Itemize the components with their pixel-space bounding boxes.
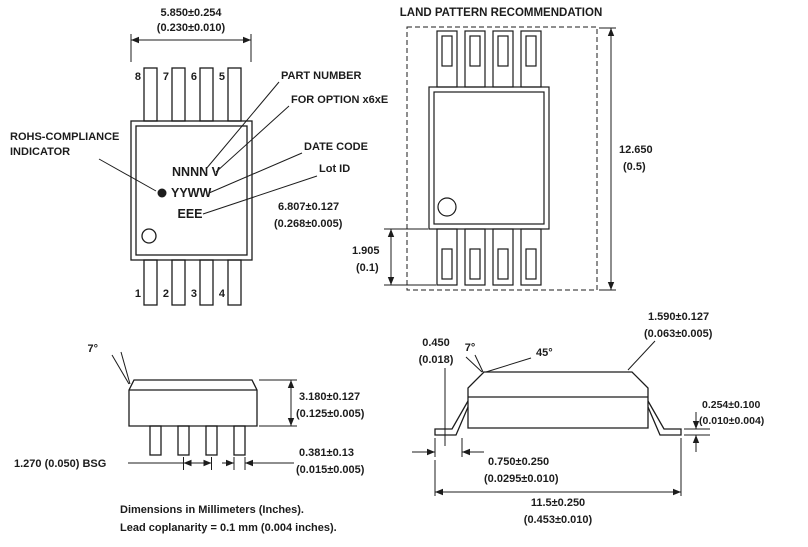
label-rohs-line2: INDICATOR bbox=[10, 146, 70, 158]
pin1-marker bbox=[141, 228, 157, 244]
label-rohs-line1: ROHS-COMPLIANCE bbox=[10, 131, 119, 143]
overall-width-dimension bbox=[434, 438, 682, 496]
dim-foot-length-mm: 0.750±0.250 bbox=[488, 456, 549, 468]
marking-part-number: NNNN V bbox=[172, 165, 221, 179]
top-view-pin-numbers: 8 7 6 5 1 2 3 4 bbox=[135, 71, 226, 300]
front-view-pitch-lead-dimensions bbox=[128, 457, 294, 470]
dim-side-height-in: (0.063±0.005) bbox=[644, 328, 713, 340]
height-leader-line bbox=[627, 340, 656, 371]
dim-overall-width-in: (0.453±0.010) bbox=[524, 514, 593, 526]
pin-number-6: 6 bbox=[191, 71, 197, 83]
dim-pad-ext-mm: 1.905 bbox=[352, 245, 380, 257]
dim-foot-length-in: (0.0295±0.010) bbox=[484, 473, 559, 485]
top-view-package-body bbox=[130, 67, 253, 306]
land-pattern-body-inner bbox=[433, 91, 545, 225]
label-lot-id: Lot ID bbox=[319, 163, 350, 175]
chamfer-angle-label: 45° bbox=[536, 347, 553, 359]
front-view-height-dimension bbox=[259, 379, 297, 427]
land-pattern-title: LAND PATTERN RECOMMENDATION bbox=[400, 7, 603, 19]
label-for-option: FOR OPTION x6xE bbox=[291, 94, 388, 106]
pin-8 bbox=[143, 67, 158, 122]
dim-lead-width-in: (0.015±0.005) bbox=[296, 464, 365, 476]
dim-top-width-in: (0.230±0.010) bbox=[157, 22, 226, 34]
chamfer-leader-line bbox=[485, 357, 532, 373]
pin-number-1: 1 bbox=[135, 288, 141, 300]
package-body-outline bbox=[130, 120, 253, 261]
pin-1 bbox=[143, 259, 158, 306]
pin-6 bbox=[199, 67, 214, 122]
land-pattern-height-dimension bbox=[599, 27, 616, 291]
dim-shoulder-in: (0.018) bbox=[419, 354, 454, 366]
pin-4 bbox=[227, 259, 242, 306]
dim-lead-thickness-mm: 0.254±0.100 bbox=[702, 399, 760, 411]
side-view-draft-angle-lines bbox=[465, 354, 484, 373]
top-view-width-dimension bbox=[130, 34, 252, 62]
pin-5 bbox=[227, 67, 242, 122]
marking-date-code: YYWW bbox=[171, 186, 211, 200]
dim-body-height-in: (0.125±0.005) bbox=[296, 408, 365, 420]
pin-number-3: 3 bbox=[191, 288, 197, 300]
dim-overall-width-mm: 11.5±0.250 bbox=[531, 497, 585, 509]
note-coplanarity: Lead coplanarity = 0.1 mm (0.004 inches)… bbox=[120, 522, 337, 534]
side-view-draft-angle-label: 7° bbox=[465, 342, 476, 354]
marking-lot-id: EEE bbox=[177, 207, 202, 221]
land-pattern-boundary bbox=[406, 26, 598, 291]
label-date-code: DATE CODE bbox=[304, 141, 368, 153]
top-view-markings: NNNN V YYWW EEE bbox=[171, 165, 221, 221]
pin-number-7: 7 bbox=[163, 71, 169, 83]
dim-lead-pitch: 1.270 (0.050) BSG bbox=[14, 458, 106, 470]
top-view-callout-lines bbox=[98, 81, 318, 215]
front-view-draft-angle-label: 7° bbox=[87, 343, 98, 355]
package-body-inner-outline bbox=[135, 125, 248, 256]
land-pattern-drawing bbox=[406, 26, 598, 291]
pin-number-5: 5 bbox=[219, 71, 225, 83]
dim-land-height-in: (0.5) bbox=[623, 161, 646, 173]
land-pattern-body-outline bbox=[428, 86, 550, 230]
foot-length-dimension bbox=[412, 438, 484, 457]
dim-side-height-mm: 1.590±0.127 bbox=[648, 311, 709, 323]
lead-thickness-dimension bbox=[684, 412, 710, 452]
pin-number-4: 4 bbox=[219, 288, 226, 300]
rohs-indicator-dot-icon bbox=[157, 188, 167, 198]
dim-land-height-mm: 12.650 bbox=[619, 144, 653, 156]
side-view-body bbox=[434, 371, 682, 436]
label-part-number: PART NUMBER bbox=[281, 70, 362, 82]
front-view-draft-angle-lines bbox=[111, 351, 131, 385]
pin-number-2: 2 bbox=[163, 288, 169, 300]
dim-top-width-mm: 5.850±0.254 bbox=[160, 7, 222, 19]
dim-pad-ext-in: (0.1) bbox=[356, 262, 379, 274]
dim-shoulder-mm: 0.450 bbox=[422, 337, 450, 349]
land-pattern-pad-dimension bbox=[384, 228, 436, 286]
pin-3 bbox=[199, 259, 214, 306]
pin-7 bbox=[171, 67, 186, 122]
land-pattern-pin1-marker bbox=[437, 197, 457, 217]
dim-top-height-in: (0.268±0.005) bbox=[274, 218, 343, 230]
pin-2 bbox=[171, 259, 186, 306]
front-view-body bbox=[128, 379, 258, 456]
dim-lead-thickness-in: (0.010±0.004) bbox=[699, 415, 764, 427]
dim-lead-width-mm: 0.381±0.13 bbox=[299, 447, 354, 459]
dim-body-height-mm: 3.180±0.127 bbox=[299, 391, 360, 403]
dim-top-height-mm: 6.807±0.127 bbox=[278, 201, 339, 213]
note-units: Dimensions in Millimeters (Inches). bbox=[120, 504, 304, 516]
pin-number-8: 8 bbox=[135, 71, 141, 83]
